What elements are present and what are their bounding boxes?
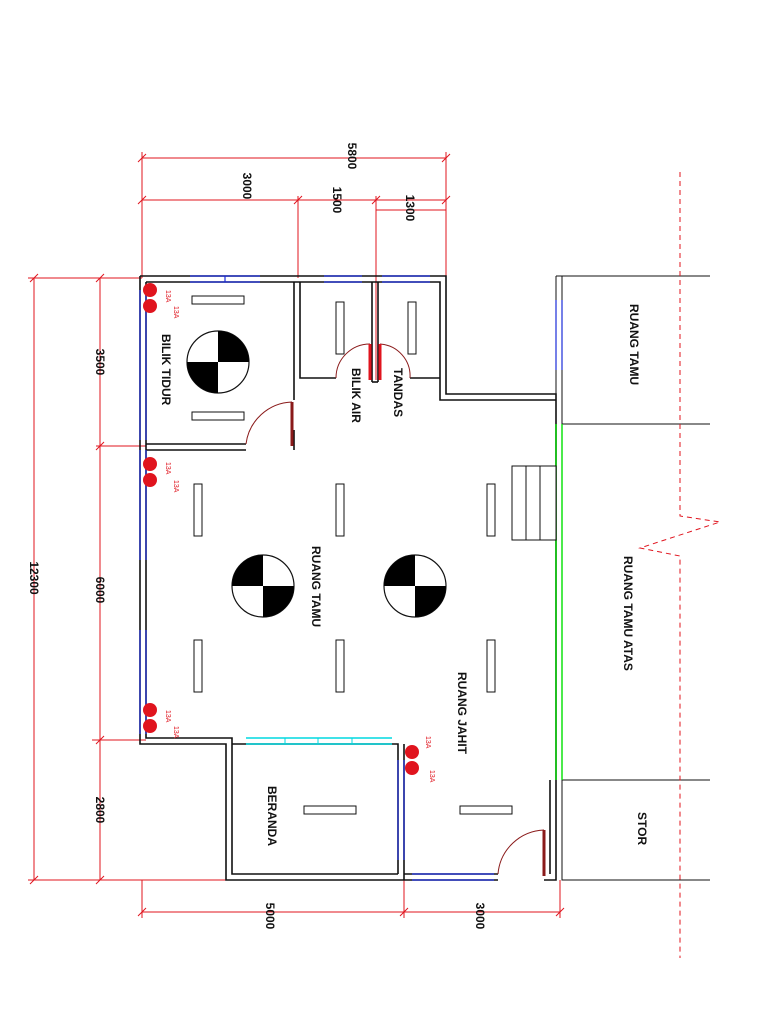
room-label-ruang-tamu: RUANG TAMU [309, 546, 323, 627]
room-label-tandas: TANDAS [391, 368, 405, 417]
lamp-bedroom-top [191, 295, 245, 305]
room-label-bilik-air: BILIK AIR [349, 368, 363, 423]
lamp-bath [335, 301, 345, 355]
room-label-ext-ruang-tamu: RUANG TAMU [627, 304, 641, 385]
socket-outlets: 13A 13A 13A 13A 13A 13A 13A 13A [143, 283, 435, 783]
lamp-living-3 [486, 483, 496, 537]
ceiling-fan-icon [231, 554, 295, 618]
socket-label: 13A [428, 770, 435, 783]
room-label-ruang-jahit: RUANG JAHIT [455, 672, 469, 755]
staircase [511, 465, 557, 541]
socket-label: 13A [172, 306, 179, 319]
lamp-living-1 [193, 483, 203, 537]
boundary-line [638, 172, 721, 958]
ceiling-fan-icon [186, 330, 250, 394]
dim-bottom-a: 5000 [263, 903, 277, 930]
socket-label: 13A [164, 710, 171, 723]
room-label-stor: STOR [635, 812, 649, 845]
doors [245, 343, 546, 876]
dim-top-a: 3000 [240, 173, 254, 200]
lamp-wc [407, 301, 417, 355]
room-labels: BILIK TIDUR BILIK AIR TANDAS RUANG TAMU … [159, 304, 649, 846]
dim-left-c: 2800 [93, 797, 107, 824]
socket-label: 13A [172, 726, 179, 739]
glass-wall [555, 424, 563, 780]
dim-left-total: 12300 [27, 561, 41, 595]
socket-label: 13A [164, 462, 171, 475]
socket-label: 13A [164, 290, 171, 303]
room-label-beranda: BERANDA [265, 786, 279, 846]
socket-icon: 13A 13A [143, 457, 179, 493]
dim-top-c: 1300 [403, 195, 417, 222]
left-dimensions: 12300 3500 6000 2800 [27, 273, 232, 885]
lamp-living-5 [335, 639, 345, 693]
socket-icon: 13A 13A [405, 736, 435, 783]
socket-label: 13A [172, 480, 179, 493]
socket-icon: 13A 13A [143, 703, 179, 739]
dim-top-b: 1500 [330, 187, 344, 214]
lamp-jahit [459, 805, 513, 815]
fluorescent-lamps [191, 295, 513, 815]
bottom-dimensions: 5000 3000 [137, 880, 565, 930]
socket-label: 13A [424, 736, 431, 749]
lamp-living-4 [193, 639, 203, 693]
dim-left-b: 6000 [93, 577, 107, 604]
lamp-bedroom-bottom [191, 411, 245, 421]
room-label-bilik-tidur: BILIK TIDUR [159, 334, 173, 406]
socket-icon: 13A 13A [143, 283, 179, 319]
dim-bottom-b: 3000 [473, 903, 487, 930]
windows [139, 275, 563, 881]
lamp-beranda [303, 805, 357, 815]
ceiling-fan-icon [383, 554, 447, 618]
room-label-ruang-tamu-atas: RUANG TAMU ATAS [621, 556, 635, 671]
lamp-living-6 [486, 639, 496, 693]
dim-top-total: 5800 [345, 143, 359, 170]
lamp-living-2 [335, 483, 345, 537]
dim-left-a: 3500 [93, 349, 107, 376]
top-dimensions: 5800 3000 1500 1300 [137, 143, 451, 380]
